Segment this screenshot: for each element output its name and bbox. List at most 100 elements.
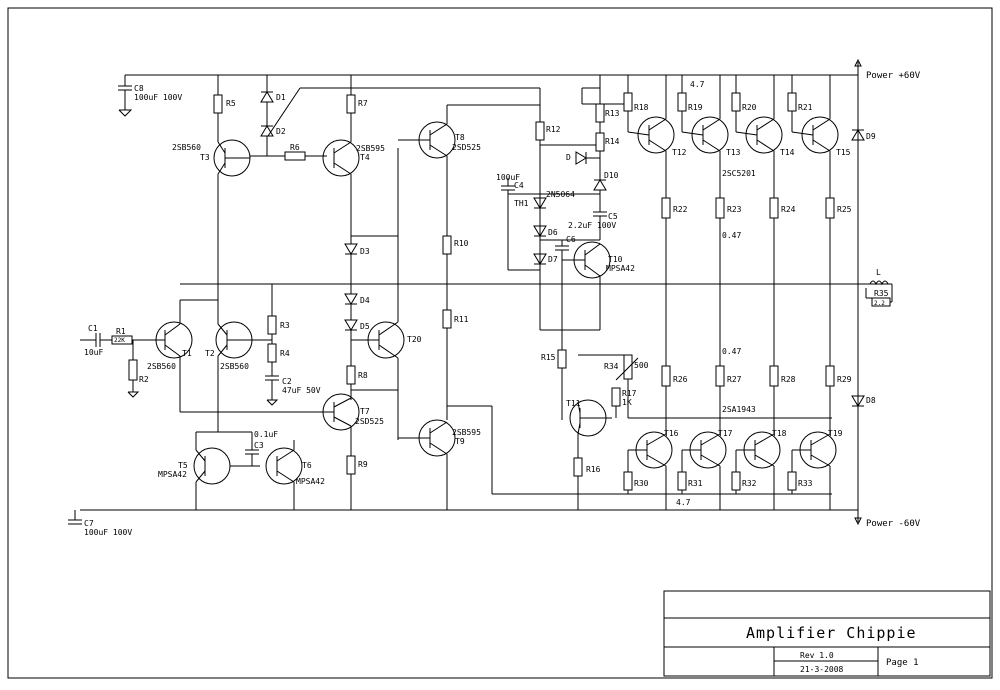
transistor-t19-emitter — [810, 433, 831, 446]
resistor-r2: R2 — [127, 359, 149, 398]
r28-label: R28 — [781, 375, 796, 384]
t4-label: T4 — [360, 153, 370, 162]
transistor-t6: T6 MPSA42 — [265, 447, 325, 486]
resistor-r5: R5 — [213, 94, 236, 114]
t5-label: T5 — [178, 461, 188, 470]
sheet-border — [7, 7, 993, 679]
resistor-r31 — [677, 471, 687, 491]
transistor-t15-emitter — [812, 139, 831, 152]
r9-label: R9 — [358, 460, 368, 469]
t6-label: T6 — [302, 461, 312, 470]
transistor-t4: T4 2SB595 — [322, 139, 385, 177]
transistor-t10: T10 MPSA42 — [562, 241, 635, 279]
transistor-t17-emitter — [700, 433, 721, 446]
transistor-t5: T5 MPSA42 — [158, 447, 231, 485]
power-positive-label: Power +60V — [866, 71, 921, 81]
resistor-r11: R11 — [442, 309, 469, 329]
r17-value: 1K — [622, 398, 632, 407]
diode-d10: D10 — [593, 171, 619, 191]
t18-label: T18 — [772, 429, 787, 438]
transistor-t14-collector — [756, 118, 775, 131]
r3-label: R3 — [280, 321, 290, 330]
r19-label: R19 — [688, 103, 703, 112]
r23-label: R23 — [727, 205, 742, 214]
transistor-t13-emitter — [702, 139, 721, 152]
capacitor-c4: 100uF C4 — [496, 173, 524, 191]
t8-part: 2SD525 — [452, 143, 481, 152]
transistor-t14 — [745, 116, 783, 154]
capacitor-c6: C6 — [555, 235, 576, 330]
thermistor-th1: TH1 2N5064 — [514, 190, 575, 209]
title-text: Amplifier Chippie — [746, 624, 917, 642]
resistor-r18 — [623, 92, 633, 112]
d8-label: D8 — [866, 396, 876, 405]
t9-label: T9 — [455, 437, 465, 446]
wire — [735, 131, 758, 136]
r16-label: R16 — [586, 465, 601, 474]
resistor-r12: R12 — [535, 121, 561, 141]
c2-value: 47uF 50V — [282, 386, 321, 395]
resistor-r14: R14 — [595, 132, 620, 152]
t4-part: 2SB595 — [356, 144, 385, 153]
d6-label: D6 — [548, 228, 558, 237]
c3-label: C3 — [254, 441, 264, 450]
r18-label: R18 — [634, 103, 649, 112]
resistor-r19 — [677, 92, 687, 112]
r11-label: R11 — [454, 315, 469, 324]
diode-d9 — [851, 129, 865, 141]
r19-value: 4.7 — [690, 80, 705, 89]
r12-label: R12 — [546, 125, 561, 134]
resistor-r10: R10 — [442, 235, 469, 255]
t5-part: MPSA42 — [158, 470, 187, 479]
c7-label: C7 — [84, 519, 94, 528]
d-label: D — [566, 153, 571, 162]
title-block — [663, 590, 991, 677]
r34-value: 500 — [634, 361, 649, 370]
resistor-r17: R17 1K — [611, 387, 637, 407]
d1-label: D1 — [276, 93, 286, 102]
resistor-r27 — [715, 365, 725, 387]
transistor-t11: T11 — [566, 399, 612, 437]
transistor-t2: T2 2SB560 — [205, 321, 253, 371]
resistor-r7: R7 — [346, 94, 368, 114]
r34-label: R34 — [604, 362, 619, 371]
r7-label: R7 — [358, 99, 368, 108]
resistor-r33 — [787, 471, 797, 491]
r24-label: R24 — [781, 205, 796, 214]
r17-label: R17 — [622, 389, 637, 398]
t16-label: T16 — [664, 429, 679, 438]
t7-label: T7 — [360, 407, 370, 416]
c1-value: 10uF — [84, 348, 103, 357]
t11-label: T11 — [566, 399, 581, 408]
t1-part: 2SB560 — [147, 362, 176, 371]
transistor-t13 — [691, 116, 729, 154]
d5-label: D5 — [360, 322, 370, 331]
r5-label: R5 — [226, 99, 236, 108]
transistor-t15-collector — [812, 118, 831, 131]
transistor-t14-emitter — [756, 139, 775, 152]
inductor-label: L — [876, 268, 881, 277]
th1-part: 2N5064 — [546, 190, 575, 199]
wire — [681, 131, 704, 136]
c3-value: 0.1uF — [254, 430, 278, 439]
diode-d: D — [566, 151, 587, 165]
d4-label: D4 — [360, 296, 370, 305]
capacitor-c7: C7 100uF 100V — [68, 510, 132, 537]
diode-d4: D4 — [344, 293, 370, 305]
inductor-l — [869, 280, 889, 286]
th1-label: TH1 — [514, 199, 529, 208]
resistor-r4: R4 — [267, 343, 290, 363]
c5-value: 2.2uF 100V — [568, 221, 616, 230]
transistor-t3: T3 2SB560 — [172, 139, 251, 177]
negative-rail: Power -60V — [80, 509, 921, 529]
power-negative-label: Power -60V — [866, 519, 921, 529]
transistor-t12 — [637, 116, 675, 154]
transistor-t16-emitter — [646, 433, 667, 446]
t17-label: T17 — [718, 429, 733, 438]
r1-value: 22K — [114, 337, 125, 344]
r15-label: R15 — [541, 353, 556, 362]
revision-text: Rev 1.0 — [800, 651, 834, 660]
t19-label: T19 — [828, 429, 843, 438]
